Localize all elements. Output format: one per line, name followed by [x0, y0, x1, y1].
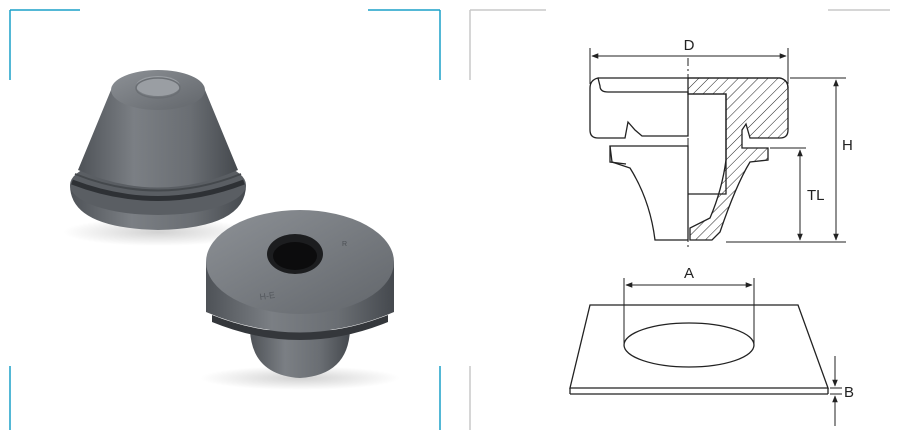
dimension-d: [589, 48, 789, 84]
dimension-label-a: A: [684, 265, 694, 282]
product-photo: R H-E: [9, 9, 441, 430]
dimension-h: [726, 77, 846, 243]
product-photo-panel: R H-E: [9, 9, 441, 430]
mounting-plate: [569, 304, 829, 395]
open-grommet: R H-E: [200, 210, 400, 390]
dimension-label-tl: TL: [807, 187, 825, 204]
dimension-b: [830, 356, 842, 426]
dimension-a: [623, 278, 755, 345]
drawing-frame-corners: [469, 9, 890, 430]
technical-drawing: D H TL A: [469, 9, 890, 430]
dimension-label-d: D: [684, 37, 695, 54]
technical-drawing-panel: D H TL A: [450, 0, 900, 436]
mold-mark: H-E: [259, 290, 276, 302]
grommet-cross-section: [589, 77, 789, 241]
dimension-label-h: H: [842, 137, 853, 154]
closed-grommet: [63, 70, 253, 246]
dimension-label-b: B: [844, 384, 854, 401]
photo-frame-corners: [9, 9, 441, 430]
mold-mark: R: [342, 241, 347, 248]
dimension-tl: [770, 147, 806, 241]
